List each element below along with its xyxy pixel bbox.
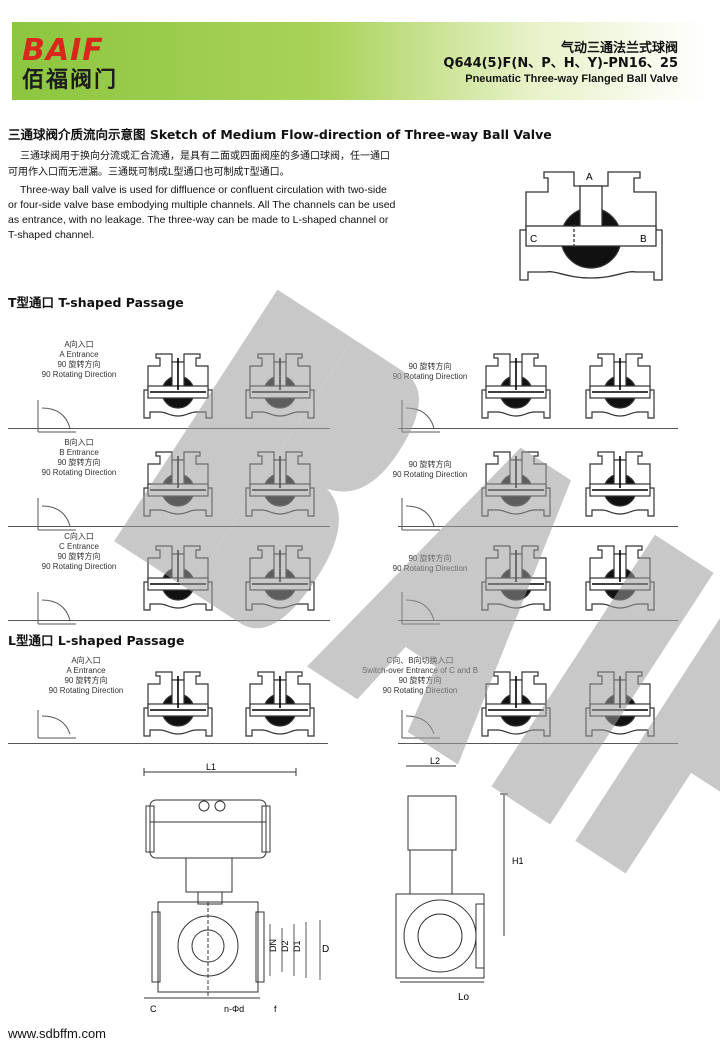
rotation-arc-icon <box>401 592 440 625</box>
l-right-label: C向、B向切换入口 Switch-over Entrance of C and … <box>350 656 490 696</box>
l-flow-diagram <box>143 671 213 737</box>
dim-f: f <box>274 1004 277 1014</box>
product-title-cn: 气动三通法兰式球阀 <box>560 40 678 55</box>
product-title: 气动三通法兰式球阀 Q644(5)F(N、P、H、Y)-PN16、25 Pneu… <box>443 40 678 87</box>
dim-d1: D1 <box>292 940 302 952</box>
flange-dims: DN D2 D1 D <box>268 920 329 980</box>
t-flow-diagram <box>143 451 213 517</box>
t-flow-diagram <box>481 353 551 419</box>
flow-section-heading: 三通球阀介质流向示意图 Sketch of Medium Flow-direct… <box>8 127 552 142</box>
t-row-rot-cn: 90 旋转方向 <box>57 458 101 467</box>
product-model: Q644(5)F(N、P、H、Y)-PN16、25 <box>443 56 678 71</box>
t-row-right-rot-cn: 90 旋转方向 <box>408 460 452 469</box>
page-header: BAIF 佰福阀门 气动三通法兰式球阀 Q644(5)F(N、P、H、Y)-PN… <box>0 22 720 100</box>
l-left-en: A Entrance <box>66 666 106 675</box>
t-row-en: A Entrance <box>59 350 99 359</box>
l-right-rot-en: 90 Rotating Direction <box>382 686 458 695</box>
dim-l2: L2 <box>430 756 440 766</box>
brand-name-en: BAIF <box>22 33 104 68</box>
l-right-rot-cn: 90 旋转方向 <box>398 676 442 685</box>
t-row-rot-en: 90 Rotating Direction <box>41 468 117 477</box>
t-row-cn: B向入口 <box>64 438 94 447</box>
t-row-rot-cn: 90 旋转方向 <box>57 360 101 369</box>
sketch-label-b: B <box>640 234 647 245</box>
intro-en-line1: Three-way ball valve is used for difflue… <box>20 184 387 196</box>
t-row-divider <box>8 620 330 621</box>
t-row-right-rot-en: 90 Rotating Direction <box>392 564 468 573</box>
t-row-divider <box>398 428 678 429</box>
dim-lo: Lo <box>458 992 470 1003</box>
t-flow-diagram <box>143 353 213 419</box>
sketch-label-a: A <box>586 172 593 183</box>
t-flow-diagram <box>585 451 655 517</box>
three-way-valve-sketch: A C B <box>519 171 663 281</box>
dim-dn: DN <box>268 939 278 952</box>
t-row-en: C Entrance <box>58 542 100 551</box>
t-row-right-rot-cn: 90 旋转方向 <box>408 362 452 371</box>
l-passage-heading: L型通口 L-shaped Passage <box>8 633 185 648</box>
t-row-en: B Entrance <box>59 448 99 457</box>
t-flow-diagram <box>585 353 655 419</box>
t-row-cn: C向入口 <box>64 532 94 541</box>
t-flow-diagram <box>245 353 315 419</box>
t-passage-heading: T型通口 T-shaped Passage <box>8 295 184 310</box>
intro-cn-line1: 三通球阀用于换向分流或汇合流通，是具有二面或四面阀座的多通口球阀，任一通口 <box>20 151 390 162</box>
valve-front-drawing: L1 C n-Φd f <box>143 762 297 1014</box>
intro-en-line4: T-shaped channel. <box>8 229 95 241</box>
t-row-rot-cn: 90 旋转方向 <box>57 552 101 561</box>
rotation-arc-icon <box>37 592 76 625</box>
t-row-cn: A向入口 <box>64 340 94 349</box>
rotation-arc-icon <box>401 498 440 531</box>
intro-en-line3: as entrance, with no leakage. The three-… <box>8 214 389 226</box>
t-row-right-rot-en: 90 Rotating Direction <box>392 372 468 381</box>
l-right-en: Switch-over Entrance of C and B <box>361 666 479 675</box>
rotation-arc-icon <box>37 498 76 531</box>
intro-cn-line2: 可用作入口而无泄漏。三通既可制成L型通口也可制成T型通口。 <box>8 167 290 178</box>
dim-nd: n-Φd <box>224 1004 244 1014</box>
l-flow-diagram <box>585 671 655 737</box>
l-divider-left <box>8 743 328 744</box>
rotation-arc-icon <box>37 400 76 433</box>
rotation-arc-icon <box>401 710 440 739</box>
brand-name-cn: 佰福阀门 <box>22 68 119 93</box>
footer-website: www.sdbffm.com <box>8 1026 107 1041</box>
sketch-label-c: C <box>530 234 537 245</box>
t-row-rot-en: 90 Rotating Direction <box>41 370 117 379</box>
l-right-cn: C向、B向切换入口 <box>386 656 454 665</box>
header-banner <box>12 22 708 100</box>
l-divider-right <box>398 743 678 744</box>
t-row-right-rot-en: 90 Rotating Direction <box>392 470 468 479</box>
t-row-rot-en: 90 Rotating Direction <box>41 562 117 571</box>
t-row-right-rot-cn: 90 旋转方向 <box>408 554 452 563</box>
rotation-arc-icon <box>401 400 440 433</box>
valve-side-drawing: L2 H1 Lo <box>395 756 524 1003</box>
l-flow-diagram <box>481 671 551 737</box>
brand-logo: BAIF 佰福阀门 <box>22 36 118 94</box>
t-flow-diagram <box>245 545 315 611</box>
dim-c: C <box>150 1004 157 1014</box>
t-flow-diagram <box>245 451 315 517</box>
rotation-arc-icon <box>37 710 76 739</box>
l-left-cn: A向入口 <box>71 656 101 665</box>
intro-en-line2: or four-side valve base embodying multip… <box>8 199 396 211</box>
l-flow-diagram <box>245 671 315 737</box>
dim-d: D <box>322 944 329 955</box>
dim-d2: D2 <box>280 940 290 952</box>
t-flow-diagram <box>481 451 551 517</box>
l-left-label: A向入口 A Entrance 90 旋转方向 90 Rotating Dire… <box>36 656 136 696</box>
product-title-en: Pneumatic Three-way Flanged Ball Valve <box>465 73 678 85</box>
l-left-rot-en: 90 Rotating Direction <box>48 686 124 695</box>
dim-h1: H1 <box>512 856 524 866</box>
t-flow-diagram <box>585 545 655 611</box>
dim-l1: L1 <box>206 762 216 772</box>
t-flow-diagram <box>481 545 551 611</box>
l-left-rot-cn: 90 旋转方向 <box>64 676 108 685</box>
t-flow-diagram <box>143 545 213 611</box>
